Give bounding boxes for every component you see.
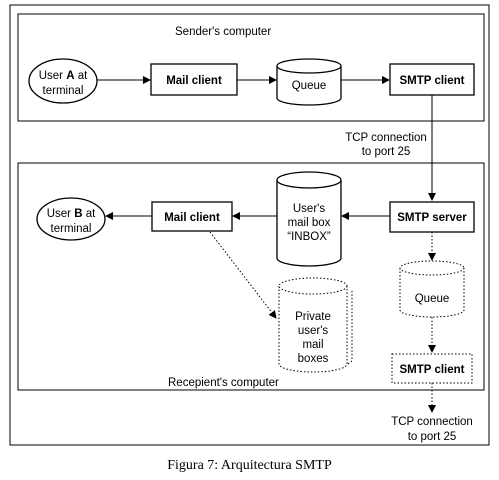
private-line1: Private (295, 311, 331, 323)
figure-caption: Figura 7: Arquitectura SMTP (167, 458, 332, 473)
user-a-terminal: User A at terminal (28, 58, 98, 104)
mail-client-top-label: Mail client (166, 75, 222, 87)
tcp-bottom-line2: to port 25 (408, 431, 457, 443)
inbox-line3: “INBOX” (287, 231, 331, 243)
tcp-bottom-line1: TCP connection (391, 416, 473, 428)
user-a-letter: A (66, 70, 74, 82)
user-b-letter: B (74, 208, 82, 220)
inbox-line1: User's (293, 203, 325, 215)
queue-top-cylinder: Queue (276, 58, 342, 106)
smtp-client-bottom: SMTP client (391, 353, 473, 384)
queue-bottom-label: Queue (415, 293, 450, 305)
user-b-terminal: User B at terminal (36, 197, 106, 241)
sender-frame (17, 13, 485, 122)
svg-text:User B at: User B at (47, 208, 96, 220)
queue-bottom-cylinder: Queue (399, 260, 465, 318)
mail-client-bottom-label: Mail client (164, 212, 220, 224)
user-a-line2: terminal (43, 85, 84, 97)
private-mailboxes-cylinder: Private user's mail boxes (278, 277, 353, 373)
private-line2: user's (298, 325, 329, 337)
user-a-prefix: User (39, 70, 66, 82)
tcp-top-line2: to port 25 (362, 146, 411, 158)
tcp-top-line1: TCP connection (345, 132, 427, 144)
mail-client-bottom: Mail client (151, 201, 233, 232)
smtp-server: SMTP server (389, 201, 475, 233)
user-b-prefix: User (47, 208, 74, 220)
smtp-client-bottom-label: SMTP client (400, 364, 465, 376)
user-b-line2: terminal (51, 223, 92, 235)
arrow-mail-client-to-private (209, 231, 277, 319)
svg-text:User A at: User A at (39, 70, 88, 82)
sender-frame-label: Sender's computer (175, 26, 271, 38)
user-a-suffix: at (75, 70, 89, 82)
mail-client-top: Mail client (150, 63, 238, 96)
inbox-line2: mail box (288, 217, 331, 229)
inbox-cylinder: User's mail box “INBOX” (276, 171, 342, 267)
smtp-client-top: SMTP client (389, 63, 475, 96)
user-b-suffix: at (83, 208, 97, 220)
smtp-architecture-diagram: Sender's computer Recepient's computer U… (9, 4, 490, 446)
receiver-frame (17, 162, 485, 391)
smtp-client-top-label: SMTP client (400, 75, 465, 87)
outer-frame (9, 4, 490, 446)
private-line4: boxes (298, 353, 329, 365)
queue-top-label: Queue (292, 80, 327, 92)
receiver-frame-label: Recepient's computer (168, 377, 279, 389)
private-line3: mail (302, 339, 323, 351)
smtp-server-label: SMTP server (397, 212, 467, 224)
